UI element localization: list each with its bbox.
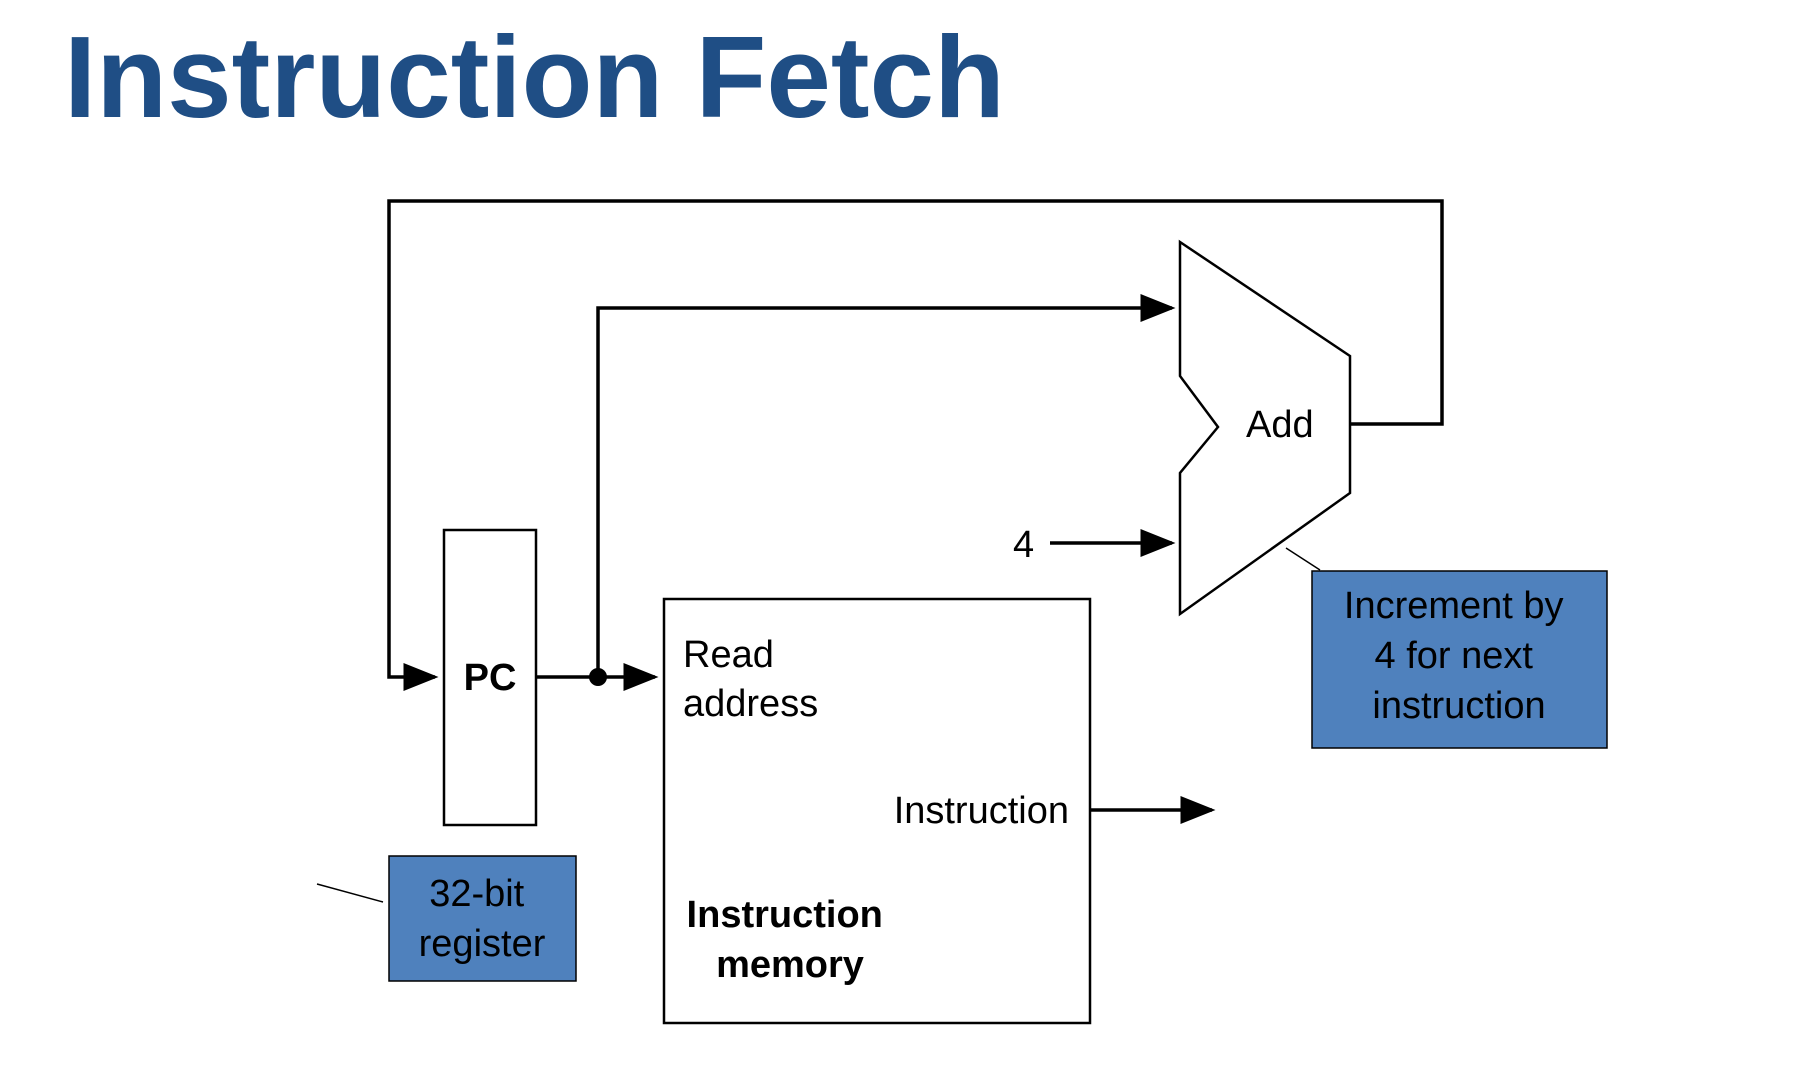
increment-callout-text: Increment by 4 for next instruction bbox=[1344, 585, 1574, 727]
register-callout-leader bbox=[316, 883, 384, 903]
increment-callout-line-2: 4 for next bbox=[1375, 635, 1534, 677]
read-address-label: Read address bbox=[683, 634, 818, 725]
register-callout-line-1: 32-bit bbox=[429, 873, 524, 915]
instruction-output-label: Instruction bbox=[894, 790, 1069, 832]
pc-register bbox=[442, 528, 538, 827]
register-callout-line-2: register bbox=[419, 923, 546, 965]
pc-to-adder-wire bbox=[596, 294, 1176, 677]
increment-callout-line-1: Increment by bbox=[1344, 585, 1564, 627]
constant-four: 4 bbox=[1013, 524, 1034, 566]
slide-title: Instruction Fetch bbox=[64, 12, 1005, 142]
increment-callout-line-3: instruction bbox=[1372, 685, 1545, 727]
instruction-memory-name-line-1: Instruction bbox=[687, 894, 883, 936]
read-address-line-1: Read bbox=[683, 634, 774, 676]
instruction-memory-name: Instruction memory bbox=[687, 894, 894, 986]
register-callout-text: 32-bit register bbox=[419, 873, 546, 965]
instruction-memory-block bbox=[662, 597, 1092, 1025]
instruction-memory-name-line-2: memory bbox=[716, 944, 864, 986]
register-callout-box bbox=[388, 855, 577, 982]
pc-label: PC bbox=[464, 657, 517, 699]
adder-label: Add bbox=[1246, 404, 1314, 446]
increment-callout-box bbox=[1311, 570, 1608, 749]
wire-junction-dot bbox=[589, 668, 607, 686]
adder-block bbox=[1178, 239, 1352, 617]
increment-callout-leader bbox=[1285, 547, 1321, 571]
read-address-line-2: address bbox=[683, 683, 818, 725]
pc-next-wire bbox=[387, 199, 1444, 691]
